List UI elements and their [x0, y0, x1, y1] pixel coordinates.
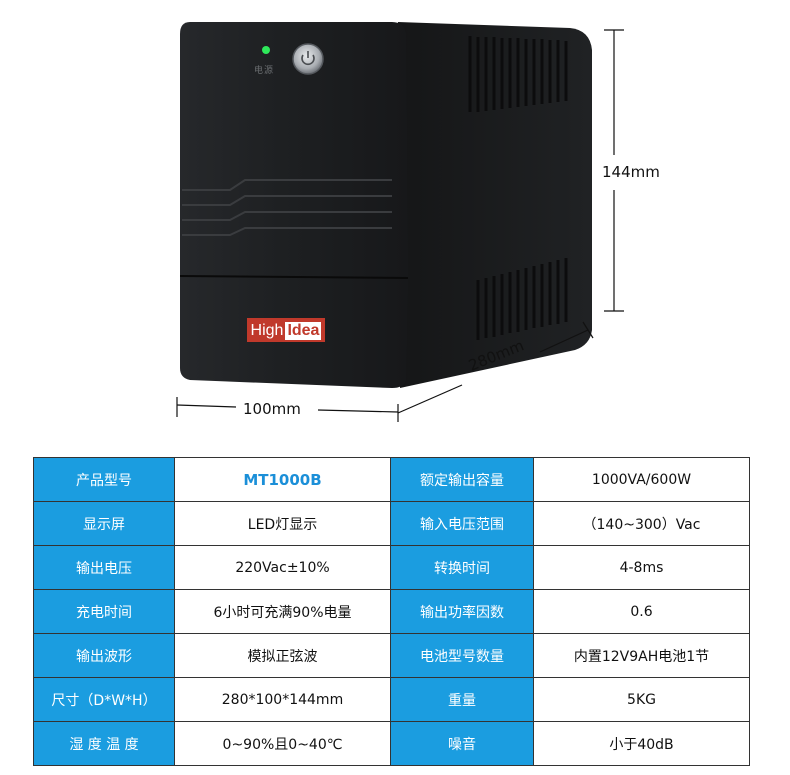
- spec-value: 6小时可充满90%电量: [174, 589, 391, 634]
- table-row: 产品型号 MT1000B 额定输出容量 1000VA/600W: [33, 457, 750, 502]
- spec-label: 输出功率因数: [390, 589, 534, 634]
- front-ridges: [182, 179, 392, 236]
- spec-value: 小于40dB: [533, 721, 750, 766]
- spec-value: 内置12V9AH电池1节: [533, 633, 750, 678]
- spec-value: 0.6: [533, 589, 750, 634]
- spec-label: 尺寸（D*W*H）: [33, 677, 175, 722]
- spec-value: 220Vac±10%: [174, 545, 391, 590]
- side-vents-bottom: [476, 258, 568, 340]
- ups-illustration: [179, 22, 592, 388]
- spec-label: 电池型号数量: [390, 633, 534, 678]
- spec-label: 充电时间: [33, 589, 175, 634]
- table-row: 充电时间 6小时可充满90%电量 输出功率因数 0.6: [33, 589, 750, 634]
- spec-label: 湿 度 温 度: [33, 721, 175, 766]
- spec-label: 输出电压: [33, 545, 175, 590]
- brand-text-high: High: [250, 322, 284, 339]
- spec-label: 输入电压范围: [390, 501, 534, 546]
- spec-value: 1000VA/600W: [533, 457, 750, 502]
- spec-table: 产品型号 MT1000B 额定输出容量 1000VA/600W 显示屏 LED灯…: [33, 457, 750, 766]
- spec-label: 额定输出容量: [390, 457, 534, 502]
- spec-label: 输出波形: [33, 633, 175, 678]
- dimension-lines: [176, 29, 624, 422]
- table-row: 输出波形 模拟正弦波 电池型号数量 内置12V9AH电池1节: [33, 633, 750, 678]
- power-button-icon: [292, 43, 324, 75]
- model-value: MT1000B: [174, 457, 391, 502]
- height-dimension-label: 144mm: [602, 163, 660, 181]
- table-row: 显示屏 LED灯显示 输入电压范围 （140~300）Vac: [33, 501, 750, 546]
- spec-value: 5KG: [533, 677, 750, 722]
- spec-label: 显示屏: [33, 501, 175, 546]
- spec-label: 转换时间: [390, 545, 534, 590]
- spec-value: 4-8ms: [533, 545, 750, 590]
- table-row: 尺寸（D*W*H） 280*100*144mm 重量 5KG: [33, 677, 750, 722]
- power-led-icon: [262, 46, 270, 54]
- spec-value: LED灯显示: [174, 501, 391, 546]
- spec-value: 0~90%且0~40℃: [174, 721, 391, 766]
- spec-value: 280*100*144mm: [174, 677, 391, 722]
- spec-label: 产品型号: [33, 457, 175, 502]
- brand-text-idea: Idea: [285, 322, 322, 340]
- spec-value: （140~300）Vac: [533, 501, 750, 546]
- spec-value: 模拟正弦波: [174, 633, 391, 678]
- width-dimension-label: 100mm: [243, 400, 301, 418]
- spec-label: 重量: [390, 677, 534, 722]
- spec-label: 噪音: [390, 721, 534, 766]
- panel-power-label: 电源: [254, 66, 275, 76]
- table-row: 湿 度 温 度 0~90%且0~40℃ 噪音 小于40dB: [33, 721, 750, 766]
- side-vents-top: [468, 36, 568, 112]
- ups-front-panel: [180, 22, 408, 388]
- table-row: 输出电压 220Vac±10% 转换时间 4-8ms: [33, 545, 750, 590]
